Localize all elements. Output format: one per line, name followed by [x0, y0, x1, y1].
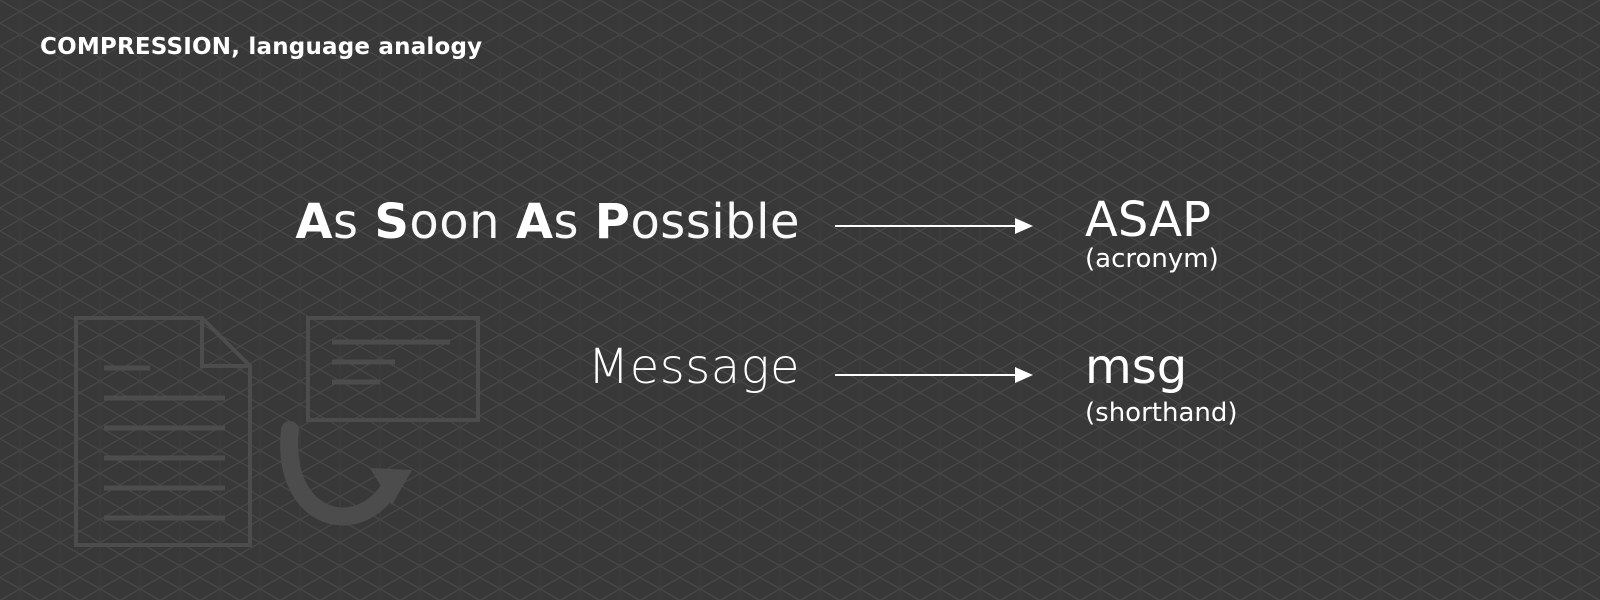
- note-shorthand: (shorthand): [1085, 398, 1238, 428]
- result-shorthand: msg: [1085, 339, 1188, 395]
- word-initial: S: [374, 194, 410, 250]
- slide-title: COMPRESSION, language analogy: [40, 34, 483, 60]
- curved-arrow-icon: [280, 421, 404, 526]
- word-rest: s: [333, 194, 359, 250]
- phrase-message: Message: [587, 339, 800, 395]
- compressed-document-icon: [306, 316, 480, 422]
- document-icon: [74, 316, 252, 547]
- note-acronym: (acronym): [1085, 244, 1219, 274]
- phrase-as-soon-as-possible: As Soon As Possible: [295, 194, 800, 250]
- curved-arrow-head-icon: [370, 468, 412, 505]
- word-rest: oon: [409, 194, 501, 250]
- word-initial: A: [295, 194, 334, 250]
- word-rest: ossible: [630, 194, 800, 250]
- right-arrow-icon: [835, 218, 1033, 234]
- word-rest: s: [553, 194, 579, 250]
- right-arrow-icon: [835, 367, 1033, 383]
- word-initial: P: [594, 194, 631, 250]
- word-initial: A: [515, 194, 554, 250]
- result-acronym: ASAP: [1085, 192, 1211, 248]
